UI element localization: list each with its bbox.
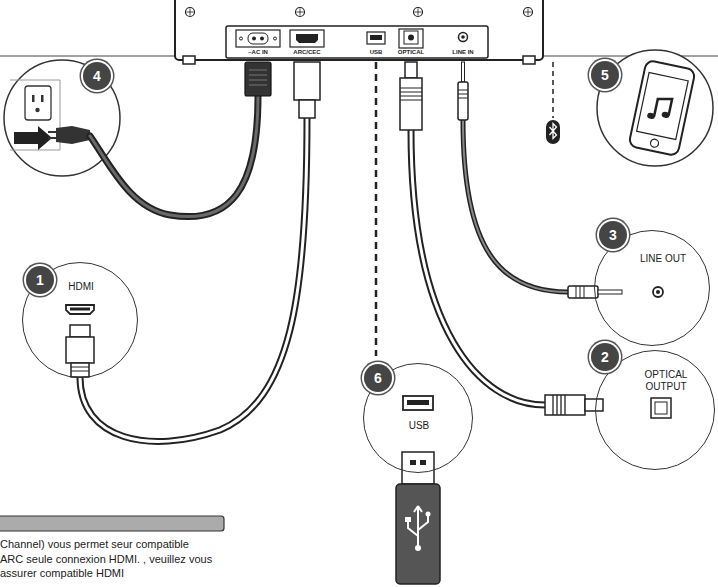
port-label: USB <box>364 49 388 56</box>
callout-number: 4 <box>83 62 111 90</box>
port-name: OPTICAL OUTPUT <box>631 369 701 393</box>
callout-number: 3 <box>599 221 627 249</box>
port-name: USB <box>389 420 449 432</box>
callout-number: 2 <box>591 343 619 371</box>
port-name: HDMI <box>51 281 111 293</box>
note-text: Channel) vous permet seur compatible ARC… <box>0 537 214 581</box>
port-name: LINE OUT <box>633 253 693 265</box>
port-label: ~AC IN <box>238 49 278 56</box>
port-label: ARC/CEC <box>289 49 325 56</box>
callout-number: 1 <box>26 266 54 294</box>
callout-number: 5 <box>591 61 619 89</box>
port-label: LINE IN <box>446 49 480 56</box>
port-label: OPTICAL <box>394 49 428 56</box>
callout-number: 6 <box>364 364 392 392</box>
